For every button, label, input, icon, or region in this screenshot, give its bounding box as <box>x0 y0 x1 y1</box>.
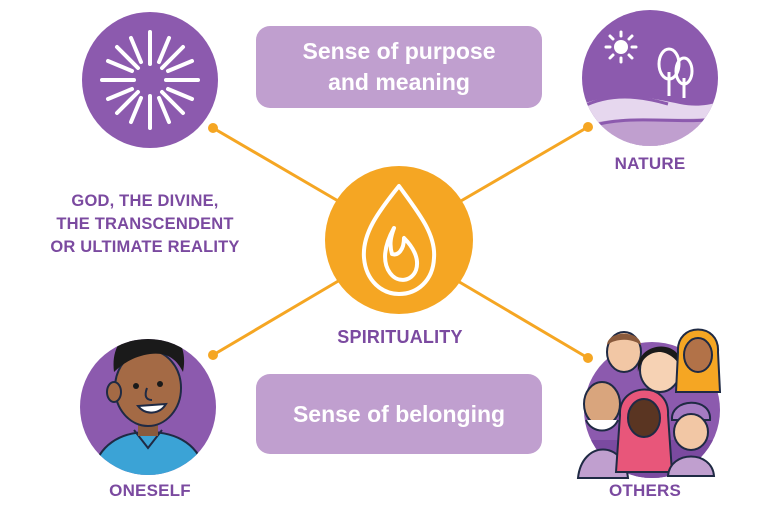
smiling-person-icon <box>90 339 208 475</box>
god-node <box>82 12 218 148</box>
dot-nature <box>583 122 593 132</box>
dot-god <box>208 123 218 133</box>
connector-nature <box>453 125 589 207</box>
god-label-line-3: OR ULTIMATE REALITY <box>50 238 240 256</box>
connector-oneself <box>212 278 341 357</box>
connector-dots <box>208 122 593 363</box>
nature-label: NATURE <box>614 154 686 173</box>
dot-others <box>583 353 593 363</box>
connector-others <box>455 278 589 360</box>
purpose-line-2: and meaning <box>328 69 470 95</box>
others-node <box>576 328 722 479</box>
belonging-box: Sense of belonging <box>256 374 542 454</box>
god-label: GOD, THE DIVINE, THE TRANSCENDENT OR ULT… <box>20 190 270 259</box>
god-label-line-1: GOD, THE DIVINE, <box>71 192 219 210</box>
spirituality-node <box>325 166 473 314</box>
flame-icon <box>361 184 437 296</box>
god-label-line-2: THE TRANSCENDENT <box>56 215 234 233</box>
group-of-people-icon <box>576 328 722 479</box>
purpose-box: Sense of purpose and meaning <box>256 26 542 108</box>
oneself-label: ONESELF <box>109 481 191 500</box>
connector-lines <box>212 125 589 360</box>
purpose-line-1: Sense of purpose <box>302 38 496 64</box>
others-label: OTHERS <box>608 481 682 500</box>
spirituality-label: SPIRITUALITY <box>337 327 463 347</box>
belonging-text: Sense of belonging <box>292 400 506 427</box>
connector-god <box>212 126 346 207</box>
nature-node <box>582 10 718 146</box>
dot-oneself <box>208 350 218 360</box>
radiant-burst-icon <box>100 30 200 130</box>
oneself-node <box>80 339 216 475</box>
